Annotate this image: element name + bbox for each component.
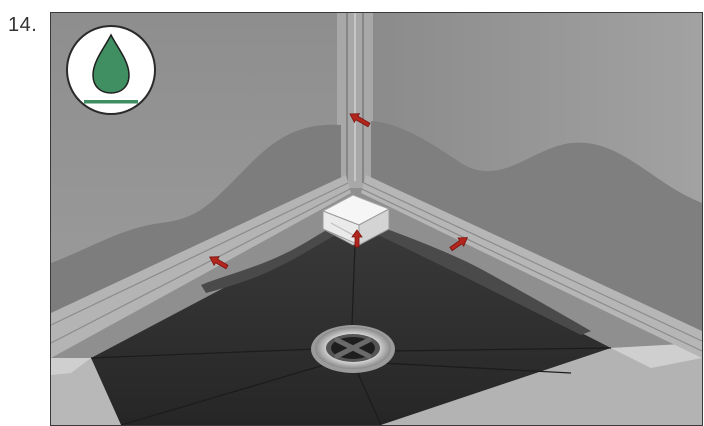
waterproofing-badge (67, 26, 155, 114)
shower-corner-illustration (51, 13, 702, 425)
step-number: 14. (8, 14, 37, 37)
illustration-frame (50, 12, 703, 426)
floor-drain (311, 325, 395, 373)
